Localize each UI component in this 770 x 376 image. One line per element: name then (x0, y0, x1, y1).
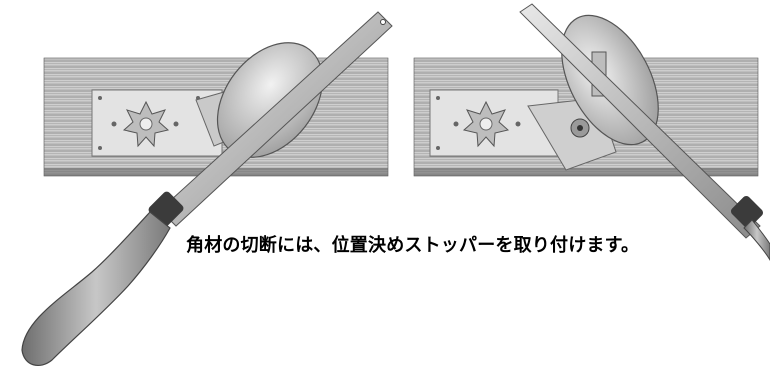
star-knob-left (122, 100, 170, 148)
figure-right (413, 3, 770, 261)
figure-left (21, 11, 393, 367)
saw-blade-left (159, 11, 393, 227)
saw-handle-left (21, 211, 171, 367)
star-knob-right (462, 100, 510, 148)
saw-blade-right (519, 3, 761, 239)
instruction-caption: 角材の切断には、位置決めストッパーを取り付けます。 (186, 235, 640, 256)
saw-handle-right (743, 219, 770, 261)
